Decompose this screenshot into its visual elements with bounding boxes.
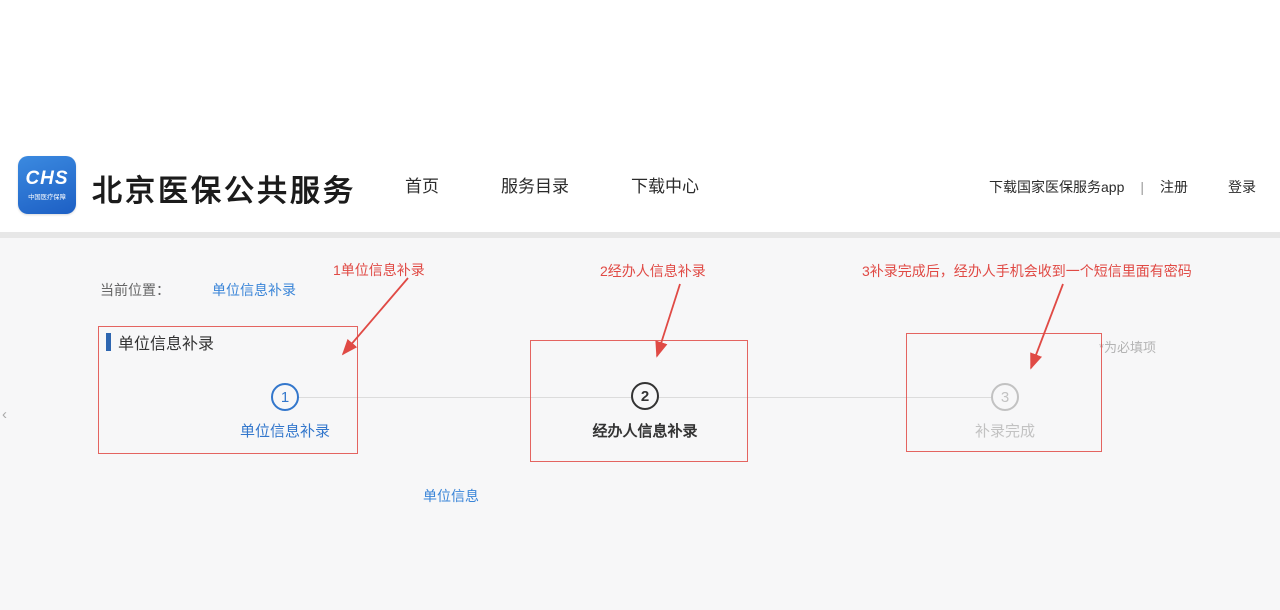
breadcrumb-current[interactable]: 单位信息补录 — [212, 282, 296, 298]
nav-item-download-center[interactable]: 下载中心 — [631, 177, 699, 196]
site-title: 北京医保公共服务 — [92, 175, 356, 208]
link-separator: | — [1140, 179, 1144, 195]
annotation-step3-note: 3补录完成后，经办人手机会收到一个短信里面有密码 — [862, 263, 1192, 279]
title-accent-bar — [106, 333, 111, 351]
chevron-left-icon[interactable]: ‹ — [2, 406, 7, 423]
chs-logo[interactable]: CHS 中国医疗保障 — [18, 156, 76, 214]
register-link[interactable]: 注册 — [1160, 179, 1188, 195]
breadcrumb-label: 当前位置： — [100, 282, 170, 298]
main-nav: 首页 服务目录 下载中心 — [405, 172, 699, 197]
annotation-step1-note: 1单位信息补录 — [333, 262, 425, 278]
nav-item-service-directory[interactable]: 服务目录 — [501, 177, 569, 196]
annotation-step2-note: 2经办人信息补录 — [600, 263, 706, 279]
breadcrumb: 当前位置： 单位信息补录 — [100, 280, 296, 300]
section-title-wrap: 单位信息补录 — [106, 330, 214, 354]
highlight-box-step3 — [906, 333, 1102, 452]
step-label-1: 单位信息补录 — [239, 423, 330, 440]
site-header: CHS 中国医疗保障 北京医保公共服务 首页 服务目录 下载中心 下载国家医保服… — [0, 0, 1280, 232]
login-link[interactable]: 登录 — [1228, 179, 1256, 195]
download-app-link[interactable]: 下载国家医保服务app — [989, 179, 1125, 195]
highlight-box-step2 — [530, 340, 748, 462]
step-circle-3: 3 — [991, 383, 1019, 411]
logo-subtext: 中国医疗保障 — [28, 193, 66, 201]
step-circle-1: 1 — [271, 383, 299, 411]
section-title: 单位信息补录 — [118, 336, 215, 353]
step-label-3: 补录完成 — [974, 423, 1035, 440]
nav-item-home[interactable]: 首页 — [405, 177, 439, 196]
header-divider — [0, 232, 1280, 238]
logo-abbr: CHS — [25, 167, 69, 189]
unit-info-link[interactable]: 单位信息 — [423, 488, 479, 504]
step-circle-2: 2 — [631, 382, 659, 410]
highlight-box-step1 — [98, 326, 358, 454]
required-note: *为必填项 — [1098, 340, 1156, 355]
content-area: ‹ 当前位置：单位信息补录 单位信息补录 *为必填项 1 2 3 单位信息补录 … — [0, 238, 1280, 610]
step-label-2: 经办人信息补录 — [592, 423, 698, 440]
header-links: 下载国家医保服务app | 注册 登录 — [989, 177, 1256, 197]
